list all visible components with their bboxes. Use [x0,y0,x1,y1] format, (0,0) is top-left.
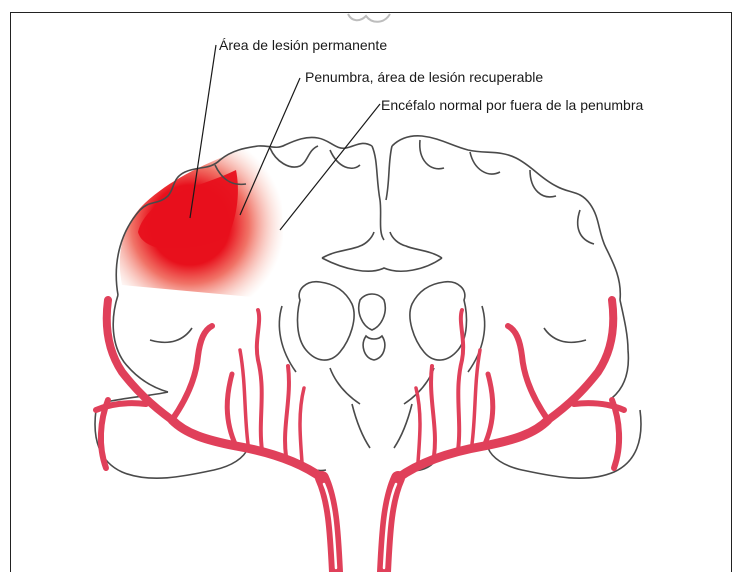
top-fragment [348,14,390,22]
label-penumbra: Penumbra, área de lesión recuperable [305,69,543,85]
label-permanent-lesion: Área de lesión permanente [219,37,387,53]
lesion-area [120,141,285,300]
label-normal-brain: Encéfalo normal por fuera de la penumbra [381,97,643,113]
